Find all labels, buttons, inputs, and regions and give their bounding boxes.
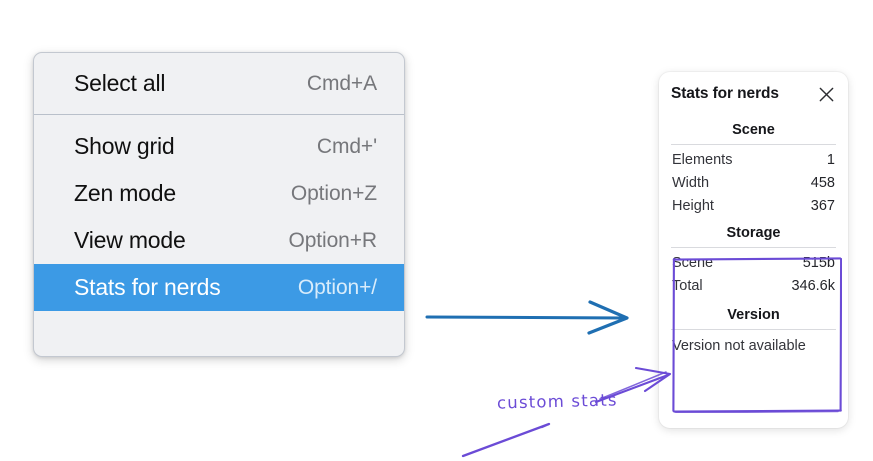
section-heading-scene: Scene — [732, 122, 775, 138]
menu-item-stats-for-nerds[interactable]: Stats for nerds Option+/ — [34, 264, 404, 311]
section-heading-storage: Storage — [726, 225, 781, 241]
menu-item-label: View mode — [74, 227, 186, 253]
stat-key: Elements — [672, 151, 733, 168]
stats-for-nerds-panel: Stats for nerds Scene Elements 1 Width 4… — [659, 72, 848, 428]
stat-value: 458 — [810, 174, 835, 191]
context-menu[interactable]: Select all Cmd+A Show grid Cmd+' Zen mod… — [33, 52, 405, 357]
section-heading-version: Version — [727, 307, 780, 323]
stat-row-version-value: Version not available — [672, 338, 806, 354]
section-divider — [671, 144, 836, 145]
stat-row-storage-total: Total 346.6k — [671, 274, 836, 297]
stat-key: Height — [672, 197, 714, 214]
stat-value: 367 — [810, 197, 835, 214]
stat-key: Width — [672, 174, 710, 191]
menu-item-show-grid[interactable]: Show grid Cmd+' — [34, 123, 404, 170]
menu-item-shortcut: Cmd+' — [316, 134, 377, 158]
section-divider — [671, 247, 836, 248]
stat-row-width: Width 458 — [671, 171, 836, 194]
stat-value: 1 — [826, 151, 835, 168]
section-divider — [671, 329, 836, 330]
menu-item-label: Zen mode — [74, 180, 176, 206]
close-icon[interactable] — [818, 86, 835, 103]
stat-value: 346.6k — [791, 277, 835, 294]
panel-header: Stats for nerds — [671, 85, 836, 103]
menu-item-shortcut: Option+R — [288, 228, 377, 252]
stat-value: 515b — [802, 254, 835, 271]
menu-item-label: Select all — [74, 70, 166, 96]
stat-key: Scene — [672, 254, 714, 271]
menu-item-label: Stats for nerds — [74, 274, 221, 300]
custom-stats-annotation-label: custom stats — [496, 390, 618, 413]
stat-row-storage-scene: Scene 515b — [671, 251, 836, 274]
menu-separator — [34, 114, 404, 115]
menu-group-2: Show grid Cmd+' Zen mode Option+Z View m… — [34, 115, 404, 318]
menu-group-1: Select all Cmd+A — [34, 60, 404, 107]
menu-item-label: Show grid — [74, 133, 175, 159]
panel-title: Stats for nerds — [671, 85, 779, 102]
menu-item-shortcut: Option+Z — [290, 181, 377, 205]
menu-item-shortcut: Option+/ — [297, 275, 377, 299]
stats-section-scene: Scene Elements 1 Width 458 Height 367 — [671, 120, 836, 217]
menu-item-shortcut: Cmd+A — [306, 71, 377, 95]
menu-item-select-all[interactable]: Select all Cmd+A — [34, 60, 404, 107]
menu-item-view-mode[interactable]: View mode Option+R — [34, 217, 404, 264]
stat-row-height: Height 367 — [671, 194, 836, 217]
stat-key: Total — [672, 277, 703, 294]
stats-section-version: Version Version not available — [671, 305, 836, 357]
menu-item-zen-mode[interactable]: Zen mode Option+Z — [34, 170, 404, 217]
stats-section-storage: Storage Scene 515b Total 346.6k — [671, 223, 836, 297]
stat-row-elements: Elements 1 — [671, 148, 836, 171]
